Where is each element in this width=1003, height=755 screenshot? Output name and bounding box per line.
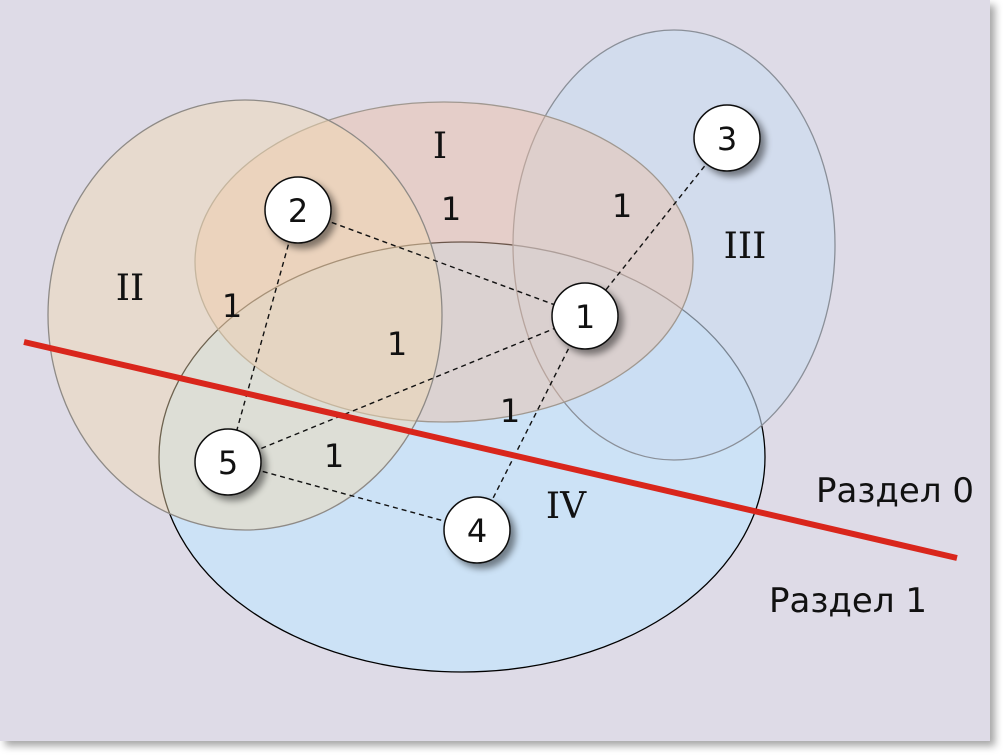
partition-line [23,339,958,561]
node-2: 2 [264,176,332,244]
edge-weight-2-5: 1 [222,287,242,325]
node-4: 4 [443,496,511,564]
edge-2-1 [297,209,586,317]
region-ii [47,99,443,531]
node-circle [693,104,761,172]
edge-weight-5-1: 1 [387,325,407,363]
edge-5-4 [227,461,478,531]
node-5: 5 [194,428,262,496]
edge-weight-2-1: 1 [441,190,461,228]
node-circle [194,428,262,496]
edge-3-1 [584,137,728,317]
node-label: 1 [575,298,595,336]
edges [227,137,728,531]
node-label: 3 [717,120,737,158]
node-circle [264,176,332,244]
edge-weight-5-4: 1 [324,437,344,475]
edge-4-1 [476,315,586,531]
node-label: 2 [288,192,308,230]
region-label-iv: IV [546,486,587,527]
node-label: 5 [218,444,238,482]
node-3: 3 [693,104,761,172]
node-circle [443,496,511,564]
partition-label-1: Раздел 1 [769,581,927,621]
region-label-i: I [433,126,447,167]
node-label: 4 [467,512,487,550]
region-label-iii: III [724,226,767,267]
edge-weight-4-1: 1 [500,392,520,430]
partition-label-0: Раздел 0 [816,471,974,511]
edge-weight-3-1: 1 [612,187,632,225]
node-1: 1 [551,282,619,350]
edge-2-5 [227,209,299,463]
nodes: 1 2 3 4 5 [194,104,761,564]
region-label-ii: II [116,268,144,309]
node-circle [551,282,619,350]
edge-5-1 [227,315,586,463]
